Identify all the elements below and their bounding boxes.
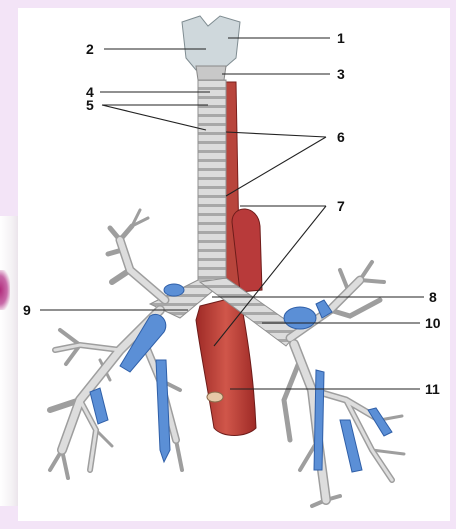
label-8: 8 [429, 290, 437, 304]
label-5: 5 [86, 98, 94, 112]
label-11: 11 [425, 382, 440, 396]
label-9: 9 [23, 303, 31, 317]
leader-line-7b [214, 206, 326, 346]
leader-line-5b [102, 105, 206, 130]
label-1: 1 [337, 31, 345, 45]
label-7: 7 [337, 199, 345, 213]
leader-line-6b [226, 137, 326, 196]
label-3: 3 [337, 67, 345, 81]
label-6: 6 [337, 130, 345, 144]
leader-line-6a [226, 132, 326, 137]
label-2: 2 [86, 42, 94, 56]
label-10: 10 [425, 316, 441, 330]
